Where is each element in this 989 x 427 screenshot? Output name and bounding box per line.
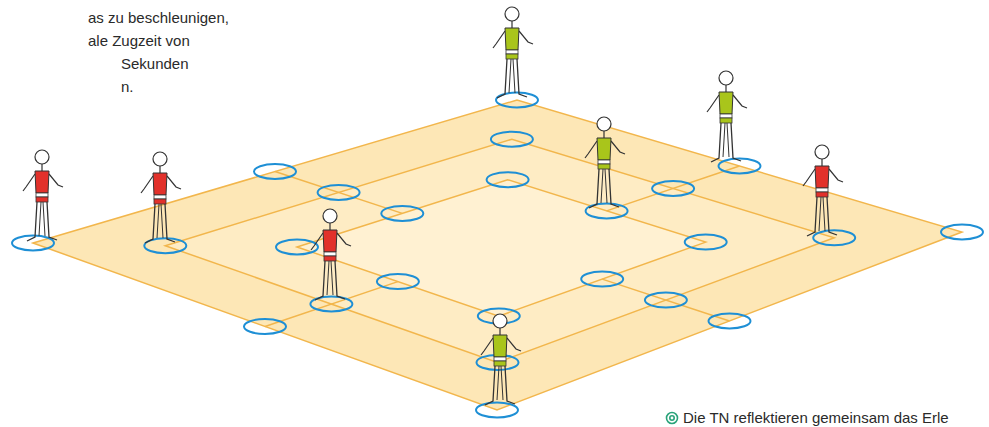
note-icon (667, 413, 678, 424)
cropped-text-line: ale Zugzeit von (88, 32, 190, 50)
player-red (311, 209, 351, 300)
player-red (141, 152, 181, 243)
player-green (493, 7, 533, 98)
player-red (803, 145, 843, 236)
board-ground (33, 100, 962, 410)
cropped-text-line: n. (121, 78, 134, 96)
player-green (481, 314, 521, 405)
player-red (23, 150, 63, 241)
cropped-text-line: Sekunden (121, 55, 189, 73)
player-green (707, 71, 747, 162)
board-positions (12, 93, 983, 418)
note-text: Die TN reflektieren gemeinsam das Erle (683, 409, 949, 427)
player-green (585, 117, 625, 208)
board-cross-lines (265, 166, 740, 327)
cropped-text-line: as zu beschleunigen, (88, 9, 229, 27)
